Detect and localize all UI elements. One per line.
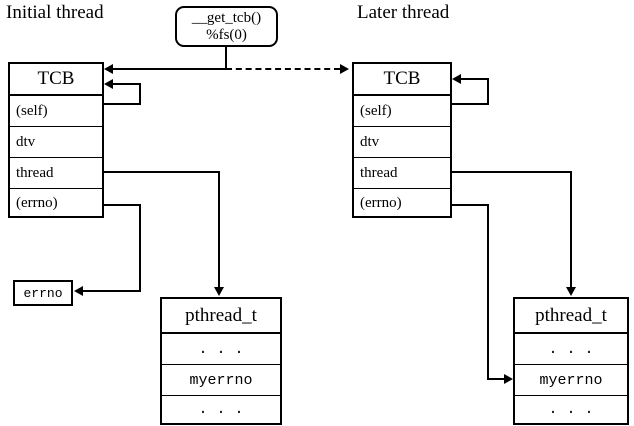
pthread-left-field-dots-bottom: . . . xyxy=(198,401,244,418)
pthread-right-field-dots-bottom: . . . xyxy=(548,401,594,418)
pthread-right-field-myerrno: myerrno xyxy=(515,365,627,396)
tcb-right-self-loop-arrowhead xyxy=(452,74,461,84)
get-tcb-callout: __get_tcb() %fs(0) xyxy=(175,6,278,47)
tcb-left-thread-arrowhead xyxy=(214,287,224,296)
pthread-left-field-myerrno: myerrno xyxy=(162,365,280,396)
heading-initial-thread: Initial thread xyxy=(6,2,104,23)
tcb-right-field-errno: (errno) xyxy=(360,195,402,211)
tcb-right-errno-connector-h2 xyxy=(487,378,505,380)
tcb-right-box: TCB (self) dtv thread (errno) xyxy=(352,62,452,218)
tcb-right-title: TCB xyxy=(354,64,450,96)
tcb-left-errno-connector-v xyxy=(139,204,141,292)
tcb-right-thread-connector-h xyxy=(452,171,572,173)
get-tcb-left-arrowhead xyxy=(104,64,113,74)
tcb-right-self-loop-bottom xyxy=(452,103,489,105)
heading-later-thread: Later thread xyxy=(357,2,450,23)
pthread-left-box: pthread_t . . . myerrno . . . xyxy=(160,297,282,425)
pthread-left-field-dots-top: . . . xyxy=(162,334,280,365)
tcb-right-errno-connector-h1 xyxy=(452,204,489,206)
tcb-left-errno-connector-h2 xyxy=(83,290,141,292)
tcb-left-field-self: (self) xyxy=(10,96,102,127)
tcb-left-thread-connector-v xyxy=(218,171,220,288)
tcb-right-field-dtv: dtv xyxy=(354,127,450,158)
tcb-right-self-loop-top xyxy=(461,78,489,80)
get-tcb-solid-connector xyxy=(113,68,226,70)
tcb-right-field-self: (self) xyxy=(354,96,450,127)
tcb-left-field-dtv: dtv xyxy=(10,127,102,158)
pthread-right-myerrno-arrowhead xyxy=(504,374,513,384)
tcb-right-thread-connector-v xyxy=(570,171,572,288)
callout-line-2: %fs(0) xyxy=(206,27,247,43)
tcb-right-field-thread: thread xyxy=(354,158,450,189)
tcb-left-box: TCB (self) dtv thread (errno) xyxy=(8,62,104,218)
tcb-right-thread-arrowhead xyxy=(566,287,576,296)
tcb-left-field-errno: (errno) xyxy=(16,195,58,211)
tcb-left-field-thread: thread xyxy=(10,158,102,189)
errno-box-label: errno xyxy=(23,285,63,301)
pthread-left-title: pthread_t xyxy=(162,299,280,334)
get-tcb-dashed-connector xyxy=(226,68,340,70)
callout-line-1: __get_tcb() xyxy=(191,10,262,26)
tcb-right-self-loop-right xyxy=(487,78,489,105)
pthread-right-title: pthread_t xyxy=(515,299,627,334)
get-tcb-right-arrowhead xyxy=(340,64,349,74)
tcb-right-errno-connector-v xyxy=(487,204,489,380)
pthread-right-box: pthread_t . . . myerrno . . . xyxy=(513,297,629,425)
pthread-right-field-dots-top: . . . xyxy=(515,334,627,365)
tcb-left-self-loop-right xyxy=(139,83,141,105)
errno-box-arrowhead xyxy=(74,286,83,296)
tcb-left-self-loop-bottom xyxy=(104,103,141,105)
tcb-left-self-loop-arrowhead xyxy=(104,79,113,89)
tcb-left-thread-connector-h xyxy=(104,171,220,173)
callout-stem-line xyxy=(225,47,227,69)
errno-box: errno xyxy=(13,280,73,306)
tcb-left-errno-connector-h1 xyxy=(104,204,141,206)
tcb-left-self-loop-top xyxy=(113,83,141,85)
tcb-left-title: TCB xyxy=(10,64,102,96)
